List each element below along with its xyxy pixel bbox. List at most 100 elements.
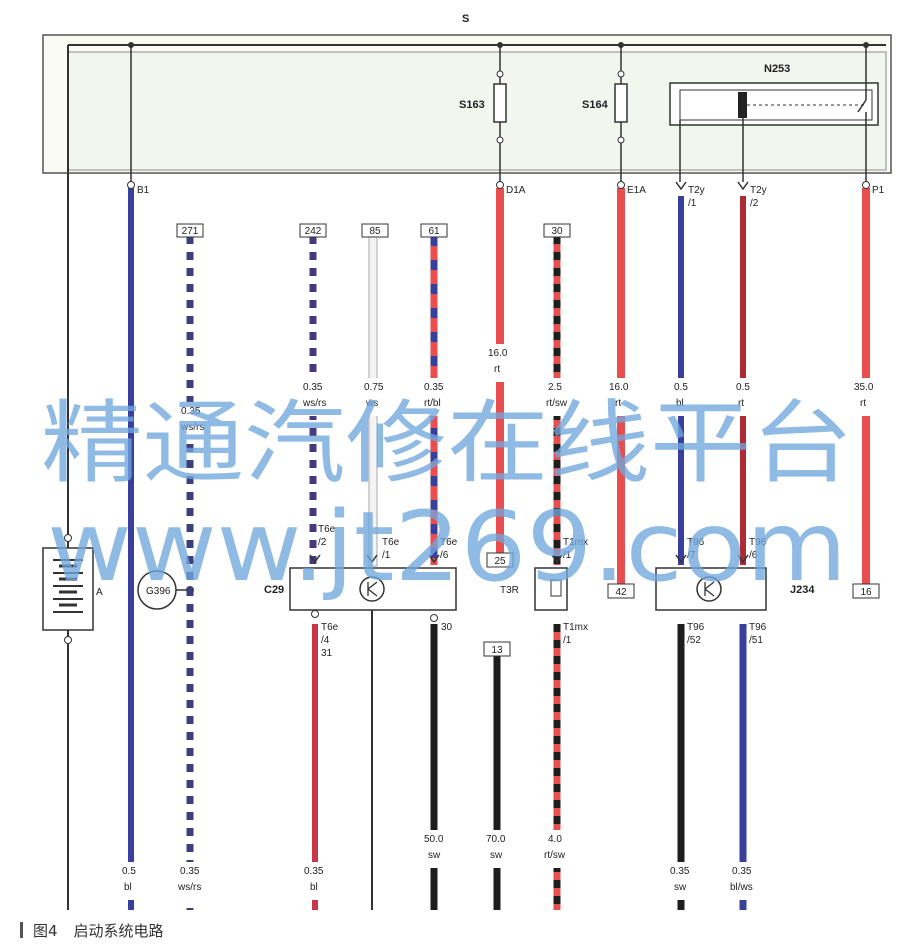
foot-f4-color: sw xyxy=(674,882,687,893)
pin-t96-d-num: /51 xyxy=(749,635,763,646)
sensor-label: G396 xyxy=(146,586,171,597)
tag-16: 16 xyxy=(860,587,872,598)
bottom-b3-size: 4.0 xyxy=(548,834,562,845)
c29-label: C29 xyxy=(264,584,284,596)
spec-w6-size: 2.5 xyxy=(548,382,562,393)
spec-w10-size: 35.0 xyxy=(854,382,874,393)
pin-t6e-1: T6e xyxy=(382,537,400,548)
connector-t3r: T3R xyxy=(500,567,568,611)
pin-b1: B1 xyxy=(137,185,150,196)
bottom-b2-color: sw xyxy=(490,850,503,861)
pin-t96-a: T96 xyxy=(687,537,705,548)
tag-61: 61 xyxy=(428,226,440,237)
sensor-g396: G396 xyxy=(137,570,194,610)
mid-pins: T6e /2 T6e /1 T6e /6 T1mx /1 T96 /7 T96 … xyxy=(309,524,767,564)
spec-w5-color: rt xyxy=(494,364,500,375)
bottom-b2-size: 70.0 xyxy=(486,834,506,845)
foot-f3-size: 0.35 xyxy=(304,866,324,877)
pin-t96-b: T96 xyxy=(749,537,767,548)
module-j234: J234 xyxy=(655,567,815,611)
foot-f5-size: 0.35 xyxy=(732,866,752,877)
connector-tags: 271 242 85 61 30 25 42 16 13 xyxy=(176,223,880,657)
caption-title: 启动系统电路 xyxy=(73,921,164,940)
pin-t1mx-b: T1mx xyxy=(563,622,588,633)
pin-t6e-2: T6e xyxy=(318,524,336,535)
pin-t6e-4: T6e xyxy=(321,622,339,633)
rail-label: S xyxy=(462,13,469,25)
spec-w7-size: 16.0 xyxy=(609,382,629,393)
fuse-s163-label: S163 xyxy=(459,99,485,111)
pin-t6e-6: T6e xyxy=(440,537,458,548)
tag-30: 30 xyxy=(551,226,563,237)
bottom-b3-color: rt/sw xyxy=(544,850,566,861)
wire-specs: 0.35 ws/rs 0.35 ws/rs 0.75 ws 0.35 rt/bl… xyxy=(170,344,884,440)
t3r-label: T3R xyxy=(500,585,519,596)
foot-f4-size: 0.35 xyxy=(670,866,690,877)
relay-n253: N253 xyxy=(669,42,879,182)
spec-w4-size: 0.35 xyxy=(424,382,444,393)
pin-t6e-1-num: /1 xyxy=(382,550,391,561)
spec-w8-size: 0.5 xyxy=(674,382,688,393)
spec-w3-size: 0.75 xyxy=(364,382,384,393)
tag-25: 25 xyxy=(494,556,506,567)
watermark-url: www.jt269.com xyxy=(47,491,847,603)
tag-42: 42 xyxy=(615,587,627,598)
spec-w1-color: ws/rs xyxy=(302,398,326,409)
pin-d1a: D1A xyxy=(506,185,526,196)
pin-t6e-6-num: /6 xyxy=(440,550,449,561)
foot-f5-color: bl/ws xyxy=(730,882,753,893)
module-c29: C29 xyxy=(264,567,457,622)
watermark-cn: 精通汽修在线平台 xyxy=(41,391,853,496)
caption-figure-number: 图4 xyxy=(33,921,58,940)
watermark: 精通汽修在线平台 www.jt269.com xyxy=(41,391,853,603)
caption-bar xyxy=(20,922,23,938)
pin-t96-b-num: /6 xyxy=(749,550,758,561)
foot-f1-color: bl xyxy=(124,882,132,893)
figure-caption: 图4 启动系统电路 xyxy=(20,918,164,942)
bottom-b1-color: sw xyxy=(428,850,441,861)
battery-a: A xyxy=(42,534,103,644)
spec-w2-size: 0.35 xyxy=(181,406,201,417)
bottom-b1-size: 50.0 xyxy=(424,834,444,845)
pin-t96-d: T96 xyxy=(749,622,767,633)
pin-t6e-4-num: /4 xyxy=(321,635,330,646)
pin-t2y-1: T2y xyxy=(688,185,705,196)
pin-30: 30 xyxy=(441,622,453,633)
spec-w5-size: 16.0 xyxy=(488,348,508,359)
bottom-specs: 50.0 sw 70.0 sw 4.0 rt/sw xyxy=(420,830,574,868)
spec-w6-color: rt/sw xyxy=(546,398,568,409)
fuse-s163: S163 xyxy=(459,42,507,182)
low-pins: T6e /4 31 30 T1mx /1 T96 /52 T96 /51 xyxy=(321,622,767,659)
spec-w4-color: rt/bl xyxy=(424,398,441,409)
foot-f1-size: 0.5 xyxy=(122,866,136,877)
fuse-s164-label: S164 xyxy=(582,99,609,111)
foot-f2-size: 0.35 xyxy=(180,866,200,877)
relay-n253-label: N253 xyxy=(764,63,790,75)
spec-w2-color: ws/rs xyxy=(180,422,204,433)
fuse-s164: S164 xyxy=(582,42,628,182)
tag-13: 13 xyxy=(491,645,503,656)
circuit-diagram: S S163 S164 N253 xyxy=(41,13,892,910)
foot-f3-color: bl xyxy=(310,882,318,893)
spec-w1-size: 0.35 xyxy=(303,382,323,393)
j234-label: J234 xyxy=(790,584,815,596)
pin-t6e-4-code: 31 xyxy=(321,648,333,659)
spec-w10-color: rt xyxy=(860,398,866,409)
spec-w9-color: rt xyxy=(738,398,744,409)
foot-specs: 0.5 bl 0.35 ws/rs 0.35 bl 0.35 sw 0.35 b… xyxy=(114,862,764,900)
pin-e1a: E1A xyxy=(627,185,646,196)
pin-t96-c-num: /52 xyxy=(687,635,701,646)
pin-t6e-2-num: /2 xyxy=(318,537,327,548)
spec-w8-color: bl xyxy=(676,398,684,409)
battery-label: A xyxy=(96,587,103,598)
top-pins: B1 D1A E1A T2y /1 T2y /2 P1 xyxy=(127,181,885,209)
pin-t96-a-num: /7 xyxy=(687,550,696,561)
pin-t1mx-a-num: /1 xyxy=(563,550,572,561)
tag-242: 242 xyxy=(305,226,322,237)
tag-85: 85 xyxy=(369,226,381,237)
pin-t2y-1-num: /1 xyxy=(688,198,697,209)
foot-f2-color: ws/rs xyxy=(177,882,201,893)
spec-w9-size: 0.5 xyxy=(736,382,750,393)
pin-t1mx-a: T1mx xyxy=(563,537,588,548)
spec-w3-color: ws xyxy=(365,398,378,409)
